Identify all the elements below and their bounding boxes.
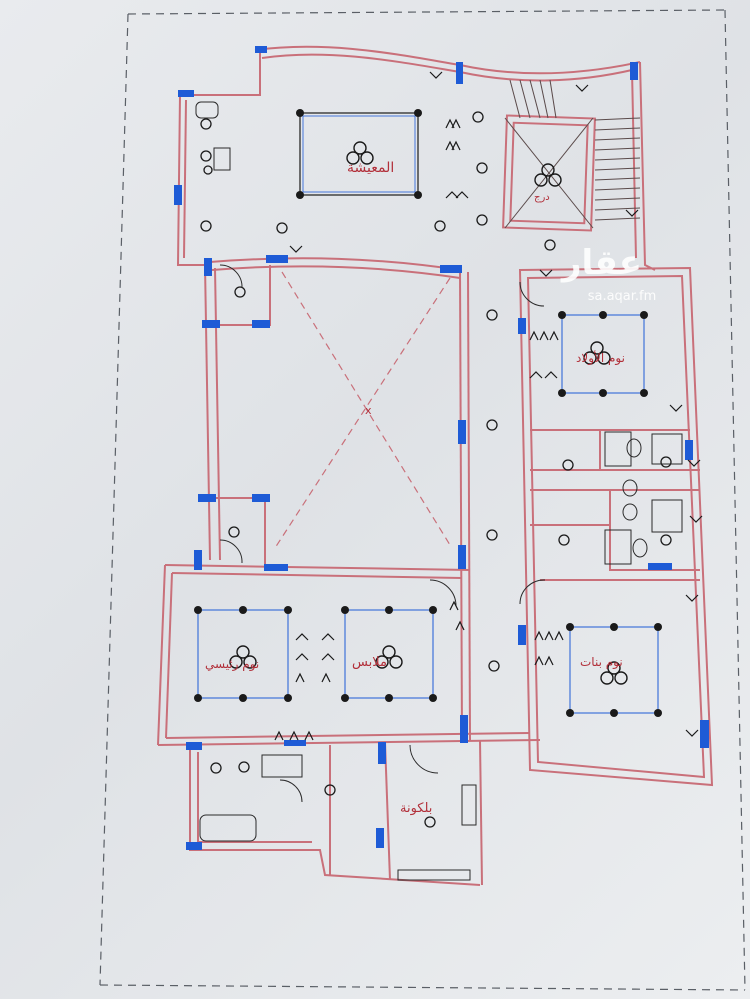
door-swings bbox=[219, 264, 546, 803]
aqar-watermark: عقار sa.aqar.fm bbox=[560, 243, 656, 304]
watermark-url: sa.aqar.fm bbox=[588, 289, 657, 304]
void-marker: x bbox=[365, 404, 372, 417]
label-girls-bedroom: نوم بنات bbox=[580, 655, 623, 670]
room-living bbox=[296, 109, 422, 199]
label-stair: درج bbox=[534, 192, 550, 203]
room-boys bbox=[558, 311, 648, 397]
watermark-brand: عقار bbox=[560, 243, 642, 283]
windows bbox=[174, 46, 709, 850]
label-boys-bedroom: نوم الأولاد bbox=[576, 350, 625, 366]
sheet-border bbox=[99, 9, 746, 991]
label-balcony: بلكونة bbox=[400, 801, 432, 816]
stair-fixture bbox=[534, 163, 562, 187]
ceiling-lights bbox=[200, 111, 672, 828]
switch-symbols bbox=[274, 71, 703, 741]
sanitary-fixtures bbox=[195, 101, 683, 881]
label-living: المعيشة bbox=[347, 160, 394, 176]
room-dressing bbox=[341, 606, 437, 702]
room-girls bbox=[566, 623, 662, 717]
room-master bbox=[194, 606, 292, 702]
label-master-bedroom: نوم رئيسي bbox=[205, 657, 259, 672]
void-area bbox=[274, 271, 451, 549]
stair-treads bbox=[504, 79, 641, 229]
walls bbox=[157, 45, 714, 886]
label-dressing: ملابس bbox=[352, 655, 387, 670]
